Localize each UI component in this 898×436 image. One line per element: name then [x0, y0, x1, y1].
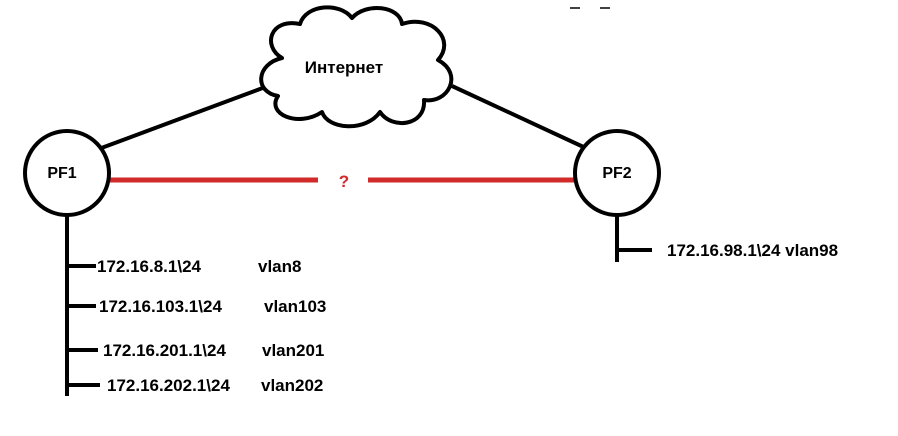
- pf1-net-vlan: vlan201: [262, 341, 324, 360]
- pf1-net-vlan: vlan103: [264, 297, 326, 316]
- pf1-net-ip: 172.16.103.1\24: [99, 297, 222, 316]
- pf2-label: PF2: [602, 165, 631, 182]
- node-pf1: PF1: [23, 129, 111, 217]
- internet-cloud: Интернет: [259, 5, 454, 129]
- pf1-net-vlan: vlan8: [258, 257, 301, 276]
- pf1-net-ip: 172.16.201.1\24: [103, 341, 226, 360]
- link-question-label: ?: [339, 172, 349, 191]
- pf1-net-ip: 172.16.202.1\24: [107, 376, 230, 395]
- link-pf1-internet: [95, 84, 269, 152]
- pf2-net-label: 172.16.98.1\24 vlan98: [667, 241, 838, 260]
- pf1-net-vlan: vlan202: [261, 376, 323, 395]
- node-pf2: PF2: [573, 129, 661, 217]
- pf1-net-ip: 172.16.8.1\24: [97, 257, 202, 276]
- pf1-label: PF1: [47, 165, 76, 182]
- internet-label: Интернет: [305, 58, 383, 77]
- link-pf2-internet: [451, 84, 591, 152]
